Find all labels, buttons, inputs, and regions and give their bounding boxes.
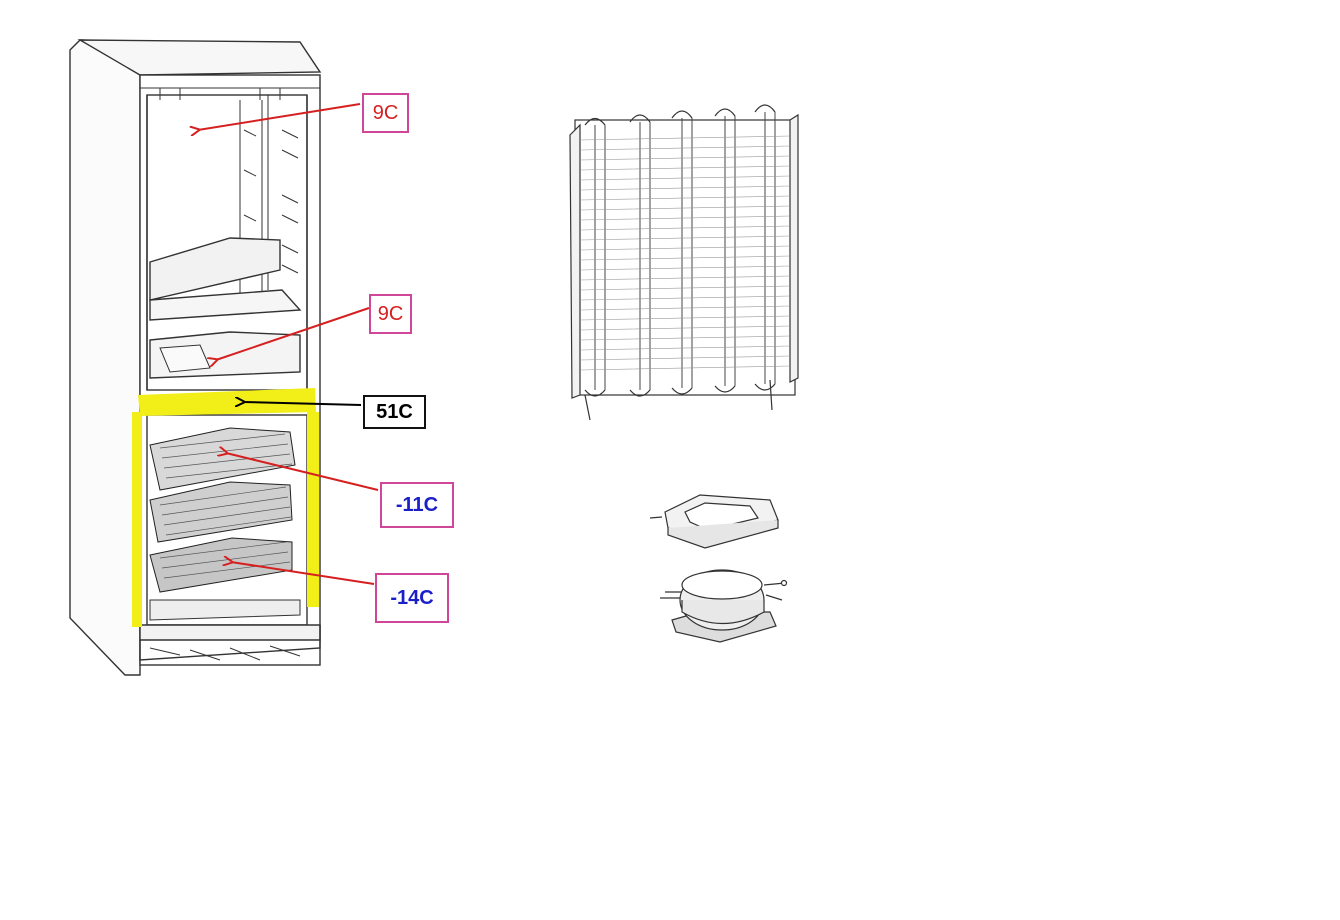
freezer-bottom-tray [149,599,301,621]
label-freezer-lower-text: -14C [390,586,434,609]
label-fridge-bottom-text: 9C [377,302,404,325]
condenser-fins [579,135,791,371]
compressor-mount [649,494,779,549]
label-fridge-bottom-temp: 9C [369,294,412,334]
freezer-basket-middle [149,481,293,543]
label-divider-text: 51C [376,400,413,423]
condenser-tubes [594,112,776,390]
condenser-coil [569,104,799,421]
label-fridge-top-temp: 9C [362,93,409,133]
label-freezer-upper-temp: -11C [380,482,454,528]
arrow-fridge-bottom [216,307,370,360]
label-freezer-upper-text: -11C [395,493,439,516]
arrow-divider [243,402,362,405]
freezer-basket-bottom [149,537,293,593]
label-freezer-lower-temp: -14C [375,573,449,623]
label-divider-temp: 51C [363,395,426,429]
arrow-fridge-top [198,103,361,130]
arrow-freezer-lower [231,562,375,585]
arrow-freezer-upper [226,453,379,491]
freezer-basket-top [149,427,296,491]
label-fridge-top-text: 9C [372,101,399,124]
compressor [660,569,788,643]
heat-highlight [132,388,319,627]
